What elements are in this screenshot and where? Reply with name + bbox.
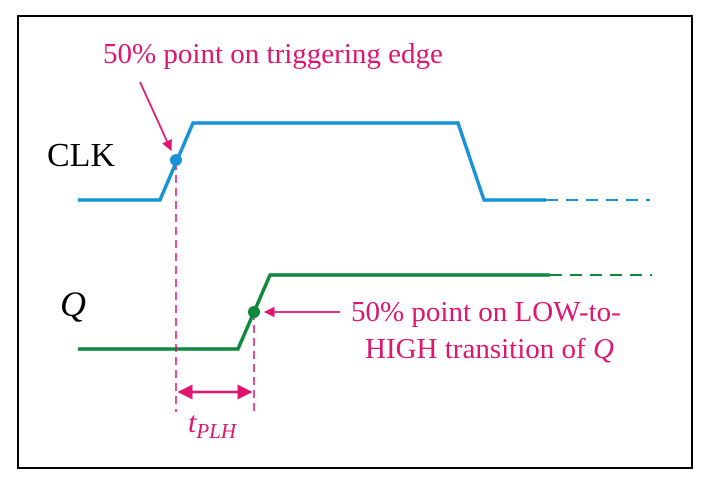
clk-point-annotation: 50% point on triggering edge	[103, 38, 443, 70]
q-point-annotation-line1: 50% point on LOW-to-	[351, 296, 621, 328]
tplh-subscript: PLH	[195, 419, 238, 443]
q-label: Q	[60, 284, 86, 324]
clk-point-arrow	[139, 81, 172, 151]
clk-waveform	[78, 121, 546, 202]
tplh-main: t	[188, 406, 197, 439]
clk-50-percent-point	[170, 154, 182, 166]
clk-label: CLK	[47, 137, 115, 174]
diagram-border	[17, 15, 693, 469]
q-point-annotation-italic-q: Q	[593, 333, 614, 365]
q-point-annotation-line2: HIGH transition of Q	[365, 333, 614, 365]
q-50-percent-point	[248, 306, 260, 318]
tplh-label: tPLH	[188, 406, 238, 443]
q-point-annotation-line2-text: HIGH transition of	[365, 333, 593, 365]
